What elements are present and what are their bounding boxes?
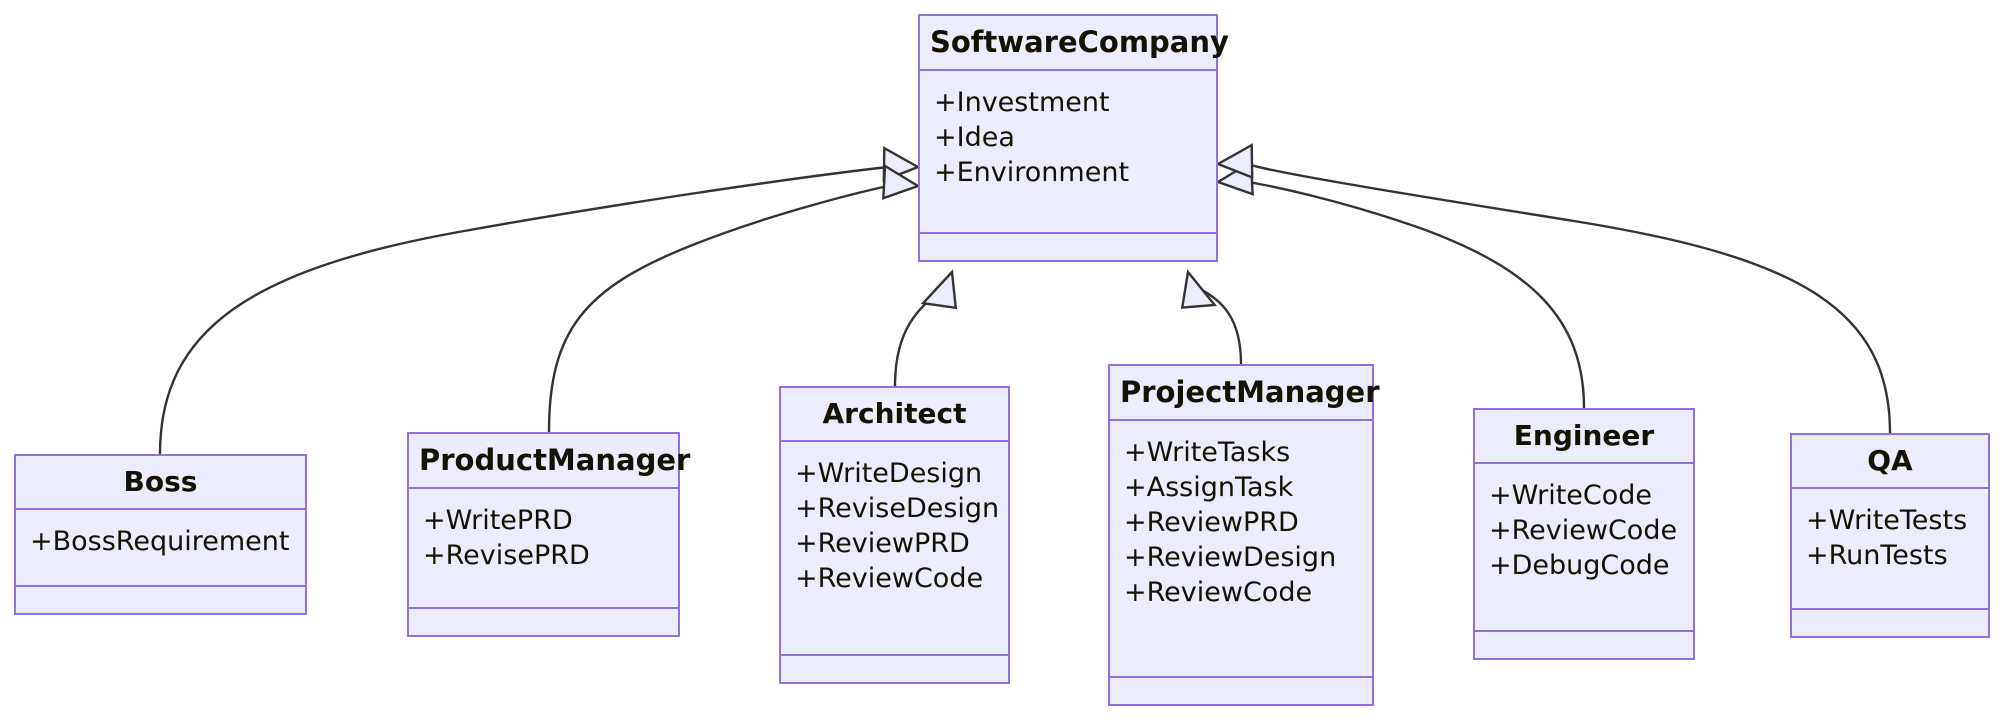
class-name-engineer: Engineer bbox=[1475, 410, 1693, 464]
class-attribute: +RevisePRD bbox=[423, 540, 590, 572]
class-attribute: +ReviewCode bbox=[1489, 515, 1678, 547]
edge-architect-to-softwarecompany bbox=[893, 269, 958, 387]
class-attribute: +Investment bbox=[934, 87, 1110, 118]
class-methods-projectmanager bbox=[1110, 678, 1372, 704]
uml-class-softwarecompany[interactable]: SoftwareCompany +Investment +Idea +Envir… bbox=[918, 14, 1229, 262]
class-attribute: +WriteCode bbox=[1489, 480, 1653, 511]
edge-projectmanager-to-softwarecompany bbox=[1180, 269, 1243, 365]
class-methods-boss bbox=[16, 587, 305, 613]
class-attribute: +Environment bbox=[934, 157, 1130, 189]
class-attribute: +WriteTasks bbox=[1124, 437, 1291, 468]
class-methods-softwarecompany bbox=[920, 234, 1216, 260]
class-attribute: +ReviseDesign bbox=[795, 493, 1000, 525]
class-name-projectmanager: ProjectManager bbox=[1110, 366, 1380, 421]
class-methods-engineer bbox=[1475, 632, 1693, 658]
class-attribute: +ReviewCode bbox=[795, 563, 984, 595]
class-attributes-projectmanager: +WriteTasks +AssignTask +ReviewPRD +Revi… bbox=[1110, 421, 1372, 678]
uml-class-projectmanager[interactable]: ProjectManager +WriteTasks +AssignTask +… bbox=[1108, 364, 1380, 706]
class-methods-qa bbox=[1792, 610, 1988, 636]
class-attribute: +ReviewPRD bbox=[1124, 507, 1299, 539]
class-attribute: +RunTests bbox=[1806, 540, 1948, 572]
class-attributes-engineer: +WriteCode +ReviewCode +DebugCode bbox=[1475, 464, 1693, 632]
class-name-productmanager: ProductManager bbox=[409, 434, 690, 489]
uml-class-engineer[interactable]: Engineer +WriteCode +ReviewCode +DebugCo… bbox=[1473, 408, 1695, 660]
class-attributes-qa: +WriteTests +RunTests bbox=[1792, 489, 1988, 610]
class-name-boss: Boss bbox=[16, 456, 305, 510]
class-attribute: +ReviewPRD bbox=[795, 528, 970, 560]
class-methods-architect bbox=[781, 656, 1008, 682]
class-methods-productmanager bbox=[409, 609, 678, 635]
class-attribute: +DebugCode bbox=[1489, 550, 1670, 582]
class-attribute: +BossRequirement bbox=[30, 526, 290, 557]
class-attribute: +AssignTask bbox=[1124, 472, 1294, 504]
class-attribute: +Idea bbox=[934, 122, 1015, 154]
class-name-architect: Architect bbox=[781, 388, 1008, 442]
class-attribute: +WriteDesign bbox=[795, 458, 983, 489]
uml-class-productmanager[interactable]: ProductManager +WritePRD +RevisePRD bbox=[407, 432, 690, 637]
uml-class-architect[interactable]: Architect +WriteDesign +ReviseDesign +Re… bbox=[779, 386, 1010, 684]
uml-class-boss[interactable]: Boss +BossRequirement bbox=[14, 454, 307, 615]
class-attribute: +WritePRD bbox=[423, 505, 573, 536]
class-name-qa: QA bbox=[1792, 435, 1988, 489]
class-name-softwarecompany: SoftwareCompany bbox=[920, 16, 1229, 71]
class-attributes-boss: +BossRequirement bbox=[16, 510, 305, 587]
class-attribute: +ReviewCode bbox=[1124, 577, 1313, 609]
uml-class-qa[interactable]: QA +WriteTests +RunTests bbox=[1790, 433, 1990, 638]
class-attributes-architect: +WriteDesign +ReviseDesign +ReviewPRD +R… bbox=[781, 442, 1008, 656]
class-attribute: +WriteTests bbox=[1806, 505, 1968, 536]
class-attribute: +ReviewDesign bbox=[1124, 542, 1337, 574]
class-attributes-productmanager: +WritePRD +RevisePRD bbox=[409, 489, 678, 609]
class-attributes-softwarecompany: +Investment +Idea +Environment bbox=[920, 71, 1216, 234]
